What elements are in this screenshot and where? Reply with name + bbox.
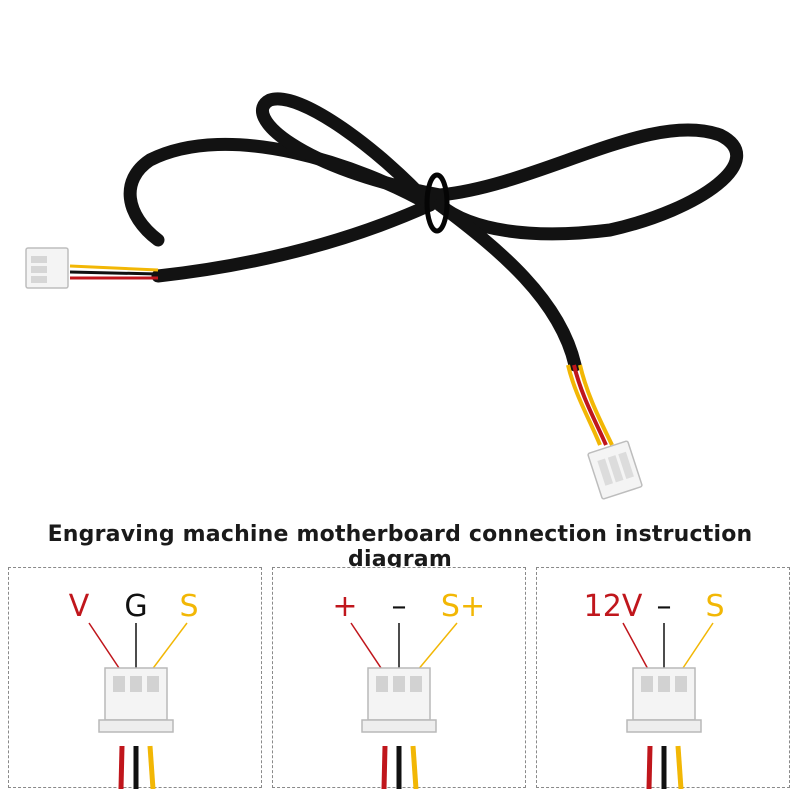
pinout-panel-1: V G S (8, 567, 262, 789)
pin-label-left: 12V (584, 589, 643, 624)
cable-upper-loop (256, 92, 744, 241)
pinout-panel-2: + – S+ (272, 567, 526, 789)
pin-label-left: + (332, 589, 357, 624)
bottom-connector (587, 440, 643, 500)
cable-product-photo (25, 92, 744, 500)
pin-label-left: V (69, 589, 90, 624)
cable-tie (424, 172, 450, 234)
left-connector (25, 247, 69, 289)
connector-diagram (98, 667, 174, 789)
connector-diagram (361, 667, 437, 789)
pin-label-right: S (705, 589, 724, 624)
pin-label-middle: G (124, 589, 147, 624)
pinout-panel-3: 12V – S (536, 567, 790, 789)
connector-diagram (626, 667, 702, 789)
pin-label-right: S (179, 589, 198, 624)
pin-label-middle: – (392, 589, 407, 624)
pin-label-right: S+ (441, 589, 485, 624)
cable-lower-section (433, 198, 582, 372)
pin-label-middle: – (657, 589, 672, 624)
diagram-title: Engraving machine motherboard connection… (47, 522, 753, 572)
